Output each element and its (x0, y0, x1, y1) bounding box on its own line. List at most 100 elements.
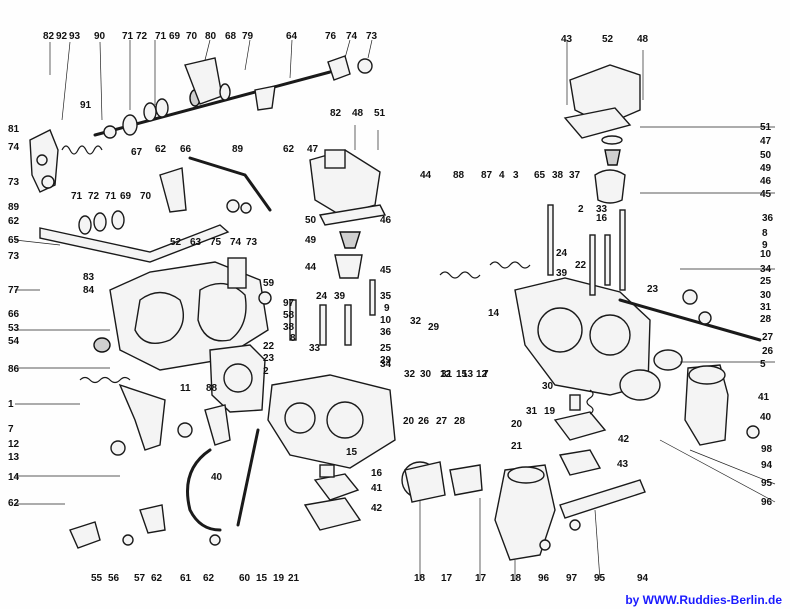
callout: 72 (88, 191, 100, 202)
lever-spring-assembly (29, 125, 117, 193)
callout: 15 (456, 369, 468, 380)
callout: 57 (134, 573, 146, 584)
callout: 51 (374, 108, 386, 119)
callout: 74 (346, 31, 358, 42)
callout: 13 (462, 369, 474, 380)
callout: 36 (380, 327, 392, 338)
callout: 62 (8, 216, 20, 227)
callout: 14 (488, 308, 500, 319)
callout: 19 (544, 406, 556, 417)
callout: 28 (454, 416, 466, 427)
callout: 73 (246, 237, 258, 248)
callout: 62 (203, 573, 215, 584)
callout: 23 (647, 284, 659, 295)
callout: 9 (384, 303, 390, 314)
callout: 30 (760, 290, 772, 301)
callout: 29 (428, 322, 440, 333)
callout: 31 (441, 369, 453, 380)
callout: 50 (760, 150, 772, 161)
callout: 45 (760, 189, 772, 200)
callout: 73 (8, 251, 20, 262)
callout: 27 (436, 416, 448, 427)
callout: 63 (190, 237, 202, 248)
callout: 84 (83, 285, 95, 296)
callout: 25 (380, 343, 392, 354)
callout: 11 (180, 383, 191, 394)
callout: 89 (232, 144, 244, 155)
callout: 21 (288, 573, 300, 584)
callout: 2 (578, 204, 584, 215)
callout: 32 (410, 316, 422, 327)
callout: 8 (762, 228, 768, 239)
callout: 16 (371, 468, 383, 479)
callout: 97 (566, 573, 578, 584)
callout: 88 (453, 170, 465, 181)
callout: 73 (8, 177, 20, 188)
callout: 12 (8, 439, 20, 450)
callout: 7 (483, 369, 489, 380)
callout: 30 (542, 381, 554, 392)
callout: 33 (309, 343, 321, 354)
callout: 64 (286, 31, 298, 42)
callout: 53 (8, 323, 20, 334)
callout: 34 (380, 359, 392, 370)
callout: 16 (596, 213, 608, 224)
callout: 4 (499, 170, 505, 181)
callout: 44 (305, 262, 317, 273)
callout: 47 (760, 136, 772, 147)
callout: 5 (760, 359, 766, 370)
callout: 49 (305, 235, 317, 246)
callout: 90 (94, 31, 106, 42)
website-credit: by WWW.Ruddies-Berlin.de (625, 593, 782, 607)
callout: 66 (180, 144, 192, 155)
callout: 15 (346, 447, 358, 458)
callout: 88 (206, 383, 218, 394)
callout: 55 (91, 573, 103, 584)
callout-labels: 82 92 93 90 71 72 71 69 70 80 68 79 64 7… (8, 31, 774, 584)
callout: 47 (307, 144, 319, 155)
diaphragm-parts-right (553, 389, 607, 476)
callout: 38 (552, 170, 564, 181)
callout: 96 (761, 497, 773, 508)
callout: 68 (225, 31, 237, 42)
callout: 77 (8, 285, 20, 296)
callout: 22 (263, 341, 275, 352)
callout: 10 (760, 249, 772, 260)
callout: 30 (420, 369, 432, 380)
callout: 27 (762, 332, 774, 343)
callout: 94 (761, 460, 773, 471)
callout: 2 (263, 366, 269, 377)
callout: 82 (43, 31, 55, 42)
callout: 80 (205, 31, 217, 42)
callout: 50 (305, 215, 317, 226)
callout: 66 (8, 309, 20, 320)
callout: 97 (283, 298, 295, 309)
callout: 9 (762, 240, 768, 251)
callout: 58 (283, 310, 295, 321)
callout: 89 (8, 202, 20, 213)
callout: 62 (155, 144, 167, 155)
callout: 87 (481, 170, 493, 181)
callout: 52 (170, 237, 182, 248)
callout: 24 (556, 248, 568, 259)
callout: 1 (8, 399, 14, 410)
callout: 70 (140, 191, 152, 202)
callout: 22 (575, 260, 587, 271)
callout: 18 (510, 573, 522, 584)
callout: 39 (334, 291, 346, 302)
callout: 46 (760, 176, 772, 187)
callout: 93 (69, 31, 81, 42)
callout: 44 (420, 170, 432, 181)
callout: 60 (239, 573, 251, 584)
callout: 62 (151, 573, 163, 584)
carburetor-body-right (439, 204, 651, 396)
callout: 12 (476, 369, 488, 380)
top-cover-right (563, 40, 644, 204)
callout: 17 (441, 573, 453, 584)
callout: 20 (403, 416, 415, 427)
choke-shaft-assembly (39, 156, 272, 263)
callout: 15 (256, 573, 268, 584)
callout: 81 (8, 124, 20, 135)
callout: 45 (380, 265, 392, 276)
callout: 26 (762, 346, 774, 357)
